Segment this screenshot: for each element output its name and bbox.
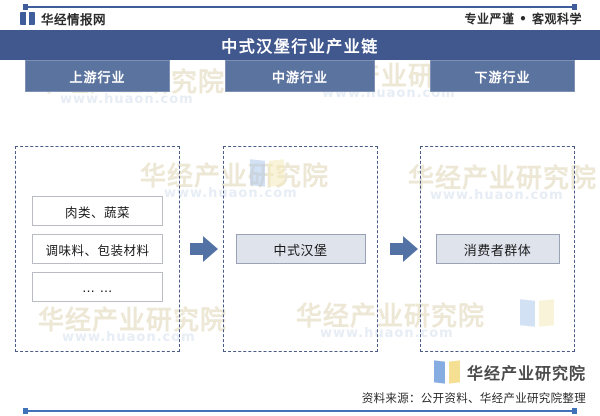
tagline: 专业严谨 • 客观科学 bbox=[464, 12, 582, 26]
chain-item-label: 中式汉堡 bbox=[273, 243, 328, 259]
page-title: 中式汉堡行业产业链 bbox=[221, 37, 379, 56]
chain-item-label: … … bbox=[82, 279, 113, 295]
footer: 华经产业研究院 资料来源：公开资料、华经产业研究院整理 bbox=[0, 360, 600, 416]
arrow-right-icon bbox=[390, 236, 418, 262]
chain-group-upstream: 肉类、蔬菜 调味料、包装材料 … … bbox=[15, 146, 180, 352]
chain-column-upstream: 上游行业 肉类、蔬菜 调味料、包装材料 … … bbox=[15, 60, 180, 352]
industry-chain: 上游行业 肉类、蔬菜 调味料、包装材料 … … 中游行业 中式 bbox=[0, 60, 600, 360]
chain-item-label: 消费者群体 bbox=[463, 243, 532, 259]
chain-item[interactable]: 消费者群体 bbox=[435, 234, 560, 264]
column-header-label: 下游行业 bbox=[474, 70, 531, 86]
column-header-midstream[interactable]: 中游行业 bbox=[225, 60, 375, 92]
chain-group-downstream: 消费者群体 bbox=[420, 146, 575, 352]
chain-item[interactable]: … … bbox=[32, 272, 163, 302]
chain-item-label: 调味料、包装材料 bbox=[45, 242, 150, 258]
top-bar: 华经情报网 专业严谨 • 客观科学 bbox=[0, 8, 600, 30]
chain-group-midstream: 中式汉堡 bbox=[223, 146, 378, 352]
column-header-label: 上游行业 bbox=[69, 70, 126, 86]
open-book-icon bbox=[433, 360, 460, 384]
footer-logo: 华经产业研究院 bbox=[433, 360, 586, 384]
column-header-label: 中游行业 bbox=[271, 70, 328, 86]
column-header-upstream[interactable]: 上游行业 bbox=[25, 60, 170, 92]
source-note: 资料来源：公开资料、华经产业研究院整理 bbox=[361, 391, 586, 405]
chain-item[interactable]: 肉类、蔬菜 bbox=[32, 196, 163, 226]
top-divider-rule bbox=[23, 4, 577, 10]
footer-logo-text: 华经产业研究院 bbox=[466, 364, 586, 383]
book-logo-icon bbox=[20, 12, 35, 25]
arrow-right-icon bbox=[190, 236, 218, 262]
chain-item-label: 肉类、蔬菜 bbox=[64, 204, 130, 220]
brand-name: 华经情报网 bbox=[41, 12, 107, 27]
chain-column-downstream: 下游行业 消费者群体 bbox=[420, 60, 585, 352]
chain-column-midstream: 中游行业 中式汉堡 bbox=[215, 60, 385, 352]
chain-item[interactable]: 中式汉堡 bbox=[235, 234, 366, 264]
brand[interactable]: 华经情报网 bbox=[20, 9, 106, 28]
title-band: 中式汉堡行业产业链 bbox=[0, 30, 600, 60]
column-header-downstream[interactable]: 下游行业 bbox=[430, 60, 575, 92]
bottom-divider-rule bbox=[23, 408, 577, 414]
chain-item[interactable]: 调味料、包装材料 bbox=[32, 234, 163, 264]
